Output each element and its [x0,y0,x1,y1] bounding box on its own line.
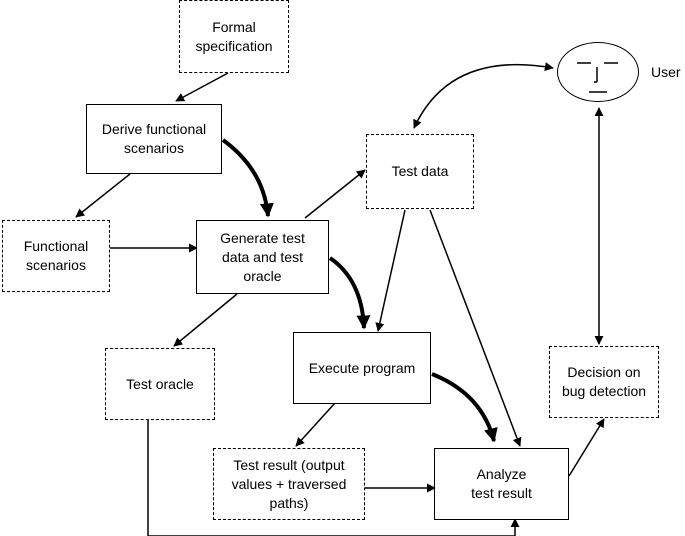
formal-specification-box: Formal specification [179,0,289,73]
test-data-label: Test data [391,163,449,179]
arrow-spec-to-derive [175,72,229,102]
generate-test-data-box: Generate test data and test oracle [196,220,329,294]
arrow-derive-to-functional-scenarios [75,173,131,218]
derive-functional-scenarios-label: Derive functional scenarios [101,121,207,156]
bold-arrow-execute-to-analyze [431,372,498,443]
arrow-user-test-data [413,62,554,129]
formal-specification-label: Formal specification [195,18,273,54]
arrow-test-data-to-execute [375,209,406,332]
test-oracle-box: Test oracle [105,348,215,420]
analyze-test-result-label: Analyze test result [471,466,532,501]
arrow-analyze-to-decision [568,418,605,477]
bold-arrow-derive-to-generate [221,138,274,218]
functional-scenarios-label: Functional scenarios [23,238,89,273]
arrow-generate-to-test-data [304,169,366,219]
arrow-oracle-to-analyze [147,420,520,536]
test-data-box: Test data [366,134,474,209]
arrow-execute-to-test-result [295,402,336,447]
test-result-box: Test result (output values + traversed p… [213,448,365,520]
decision-label: Decision on bug detection [561,364,647,399]
test-result-label: Test result (output values + traversed p… [231,456,347,511]
user-label: User [651,64,681,80]
functional-scenarios-box: Functional scenarios [2,220,110,292]
face-icon [557,42,639,102]
arrow-generate-to-test-oracle [173,293,238,347]
arrow-test-data-to-analyze [429,209,522,447]
generate-test-data-label: Generate test data and test oracle [220,229,305,284]
derive-functional-scenarios-box: Derive functional scenarios [86,104,222,174]
test-oracle-label: Test oracle [126,375,194,392]
analyze-test-result-box: Analyze test result [434,448,569,520]
execute-program-box: Execute program [293,332,431,404]
decision-box: Decision on bug detection [549,346,659,418]
bold-arrow-generate-to-execute [328,256,371,330]
execute-program-label: Execute program [308,359,416,376]
